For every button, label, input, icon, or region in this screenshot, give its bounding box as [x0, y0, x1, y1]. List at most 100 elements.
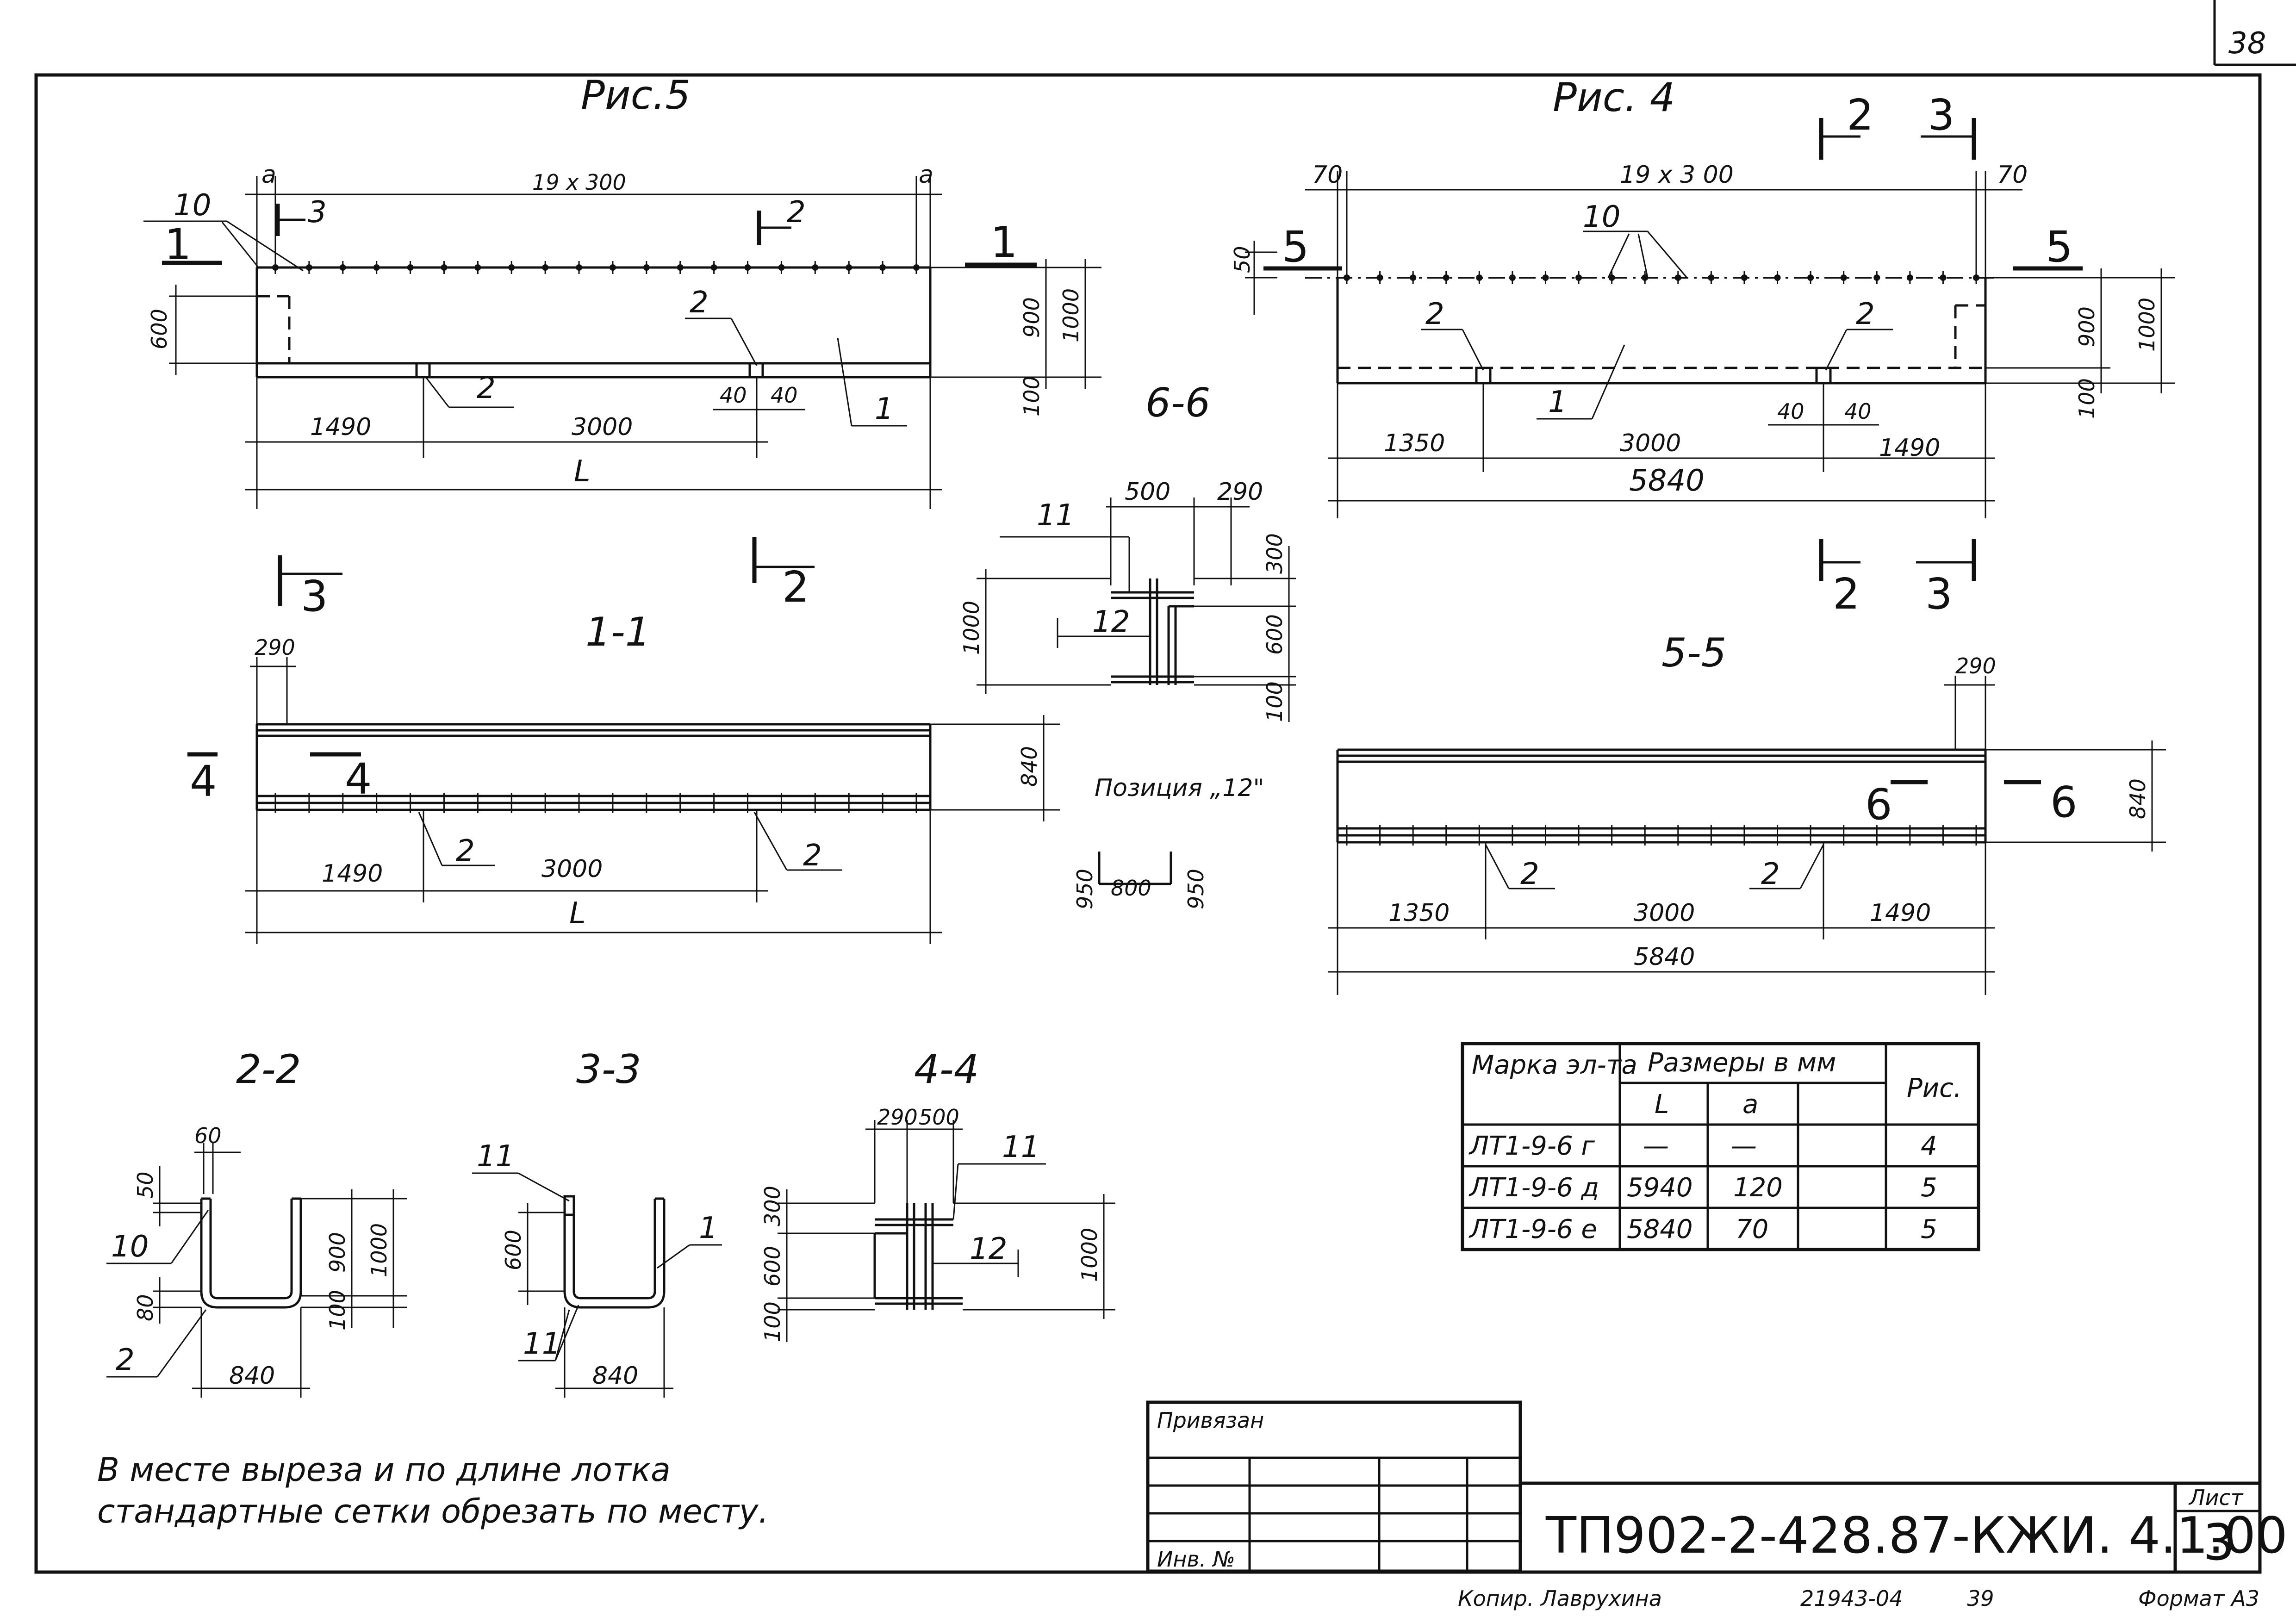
- sec11-dim-1490: 1490: [322, 860, 383, 888]
- fig4-dim-3000: 3000: [1620, 429, 1681, 457]
- rebar-dot: [812, 264, 819, 271]
- fig5-dim-1490: 1490: [310, 413, 371, 441]
- sec66-title: 6-6: [1145, 380, 1210, 426]
- fig5-dim-900: 900: [1019, 297, 1044, 338]
- rebar-dot: [1575, 274, 1582, 281]
- fig4-dim-40-left: 40: [1777, 399, 1804, 424]
- fig4-dim-1490: 1490: [1879, 434, 1940, 462]
- sec55-cut-6-left: 6: [1865, 780, 1892, 829]
- sec55-title: 5-5: [1661, 630, 1726, 676]
- table-row: ЛТ1-9-6 е 5840 70 5: [1468, 1214, 1937, 1244]
- rebar-dot: [1708, 274, 1715, 281]
- fig5-dim-a-left: а: [261, 161, 276, 189]
- table-cell-a: 70: [1736, 1214, 1768, 1244]
- sec11-pos-2-right: 2: [803, 839, 822, 873]
- rebar-dot: [1674, 274, 1681, 281]
- position-12: Позиция „12" 950 800 950: [1072, 774, 1264, 909]
- marks-table: Марка эл-та Размеры в мм L а Рис. ЛТ1-9-…: [1461, 1042, 1980, 1251]
- pos12-dim-800: 800: [1111, 876, 1151, 901]
- rebar-dot: [1940, 274, 1947, 281]
- fig4-dim-70-left: 70: [1312, 161, 1343, 189]
- rebar-dot: [1741, 274, 1748, 281]
- fig5-pos-2-left: 2: [477, 371, 496, 405]
- rebar-dot: [710, 264, 717, 271]
- sec33-title: 3-3: [576, 1046, 641, 1093]
- sec44-title: 4-4: [914, 1046, 979, 1093]
- fig4-cut-5-left: 5: [1282, 222, 1309, 272]
- sec22-dim-840: 840: [229, 1362, 275, 1390]
- sec11-cut-4-left: 4: [190, 757, 217, 806]
- table-cell-a: 120: [1733, 1173, 1783, 1203]
- sec66-pos-11: 11: [1037, 498, 1074, 533]
- fig5-cut-1-left: 1: [164, 220, 192, 269]
- fig5-title: Рис.5: [581, 72, 691, 118]
- rebar-dot: [542, 264, 549, 271]
- figure-5: Рис.5 19 х 300 а а 10 1 3: [143, 72, 1101, 509]
- sec33-dim-840: 840: [592, 1362, 638, 1390]
- table-cell-fig: 4: [1921, 1131, 1937, 1161]
- fig5-cut-3: 3: [308, 195, 327, 230]
- fig4-pos-2-left: 2: [1425, 297, 1444, 331]
- rebar-dot: [441, 264, 448, 271]
- fig5-cut-2: 2: [787, 195, 806, 230]
- note: В месте выреза и по длине лотка стандарт…: [97, 1451, 769, 1530]
- sec44-dim-600: 600: [760, 1246, 785, 1287]
- sec55-dim-5840: 5840: [1634, 943, 1695, 971]
- rebar-dot: [373, 264, 380, 271]
- rebar-dot: [846, 264, 852, 271]
- sec55-dim-1350: 1350: [1388, 899, 1450, 927]
- sec11-dim-290: 290: [255, 635, 295, 660]
- sec44-dim-290: 290: [877, 1105, 918, 1130]
- section-1-1: 3 2 1-1 290 4 4 840 2 2: [187, 537, 1060, 944]
- footer-copier: Копир. Лаврухина: [1458, 1586, 1662, 1611]
- sheet-number: 38: [2228, 26, 2266, 61]
- sec11-cut-4-right: 4: [345, 754, 372, 804]
- fig5-dim-40b: 40: [771, 383, 798, 408]
- rebar-dot: [407, 264, 414, 271]
- footer-format: Формат А3: [2138, 1586, 2259, 1611]
- sec55-pos-2-right: 2: [1761, 857, 1780, 891]
- table-cell-L: 5940: [1627, 1173, 1693, 1203]
- sec11-dim-L: L: [569, 896, 586, 931]
- rebar-dot: [1840, 274, 1847, 281]
- pos12-title: Позиция „12": [1095, 774, 1264, 802]
- sec55-dim-1490: 1490: [1870, 899, 1931, 927]
- sec22-dim-1000: 1000: [367, 1223, 392, 1277]
- table-header-fig: Рис.: [1907, 1073, 1962, 1103]
- stamp-sheet-label: Лист: [2188, 1485, 2244, 1510]
- sec22-dim-100: 100: [325, 1290, 350, 1331]
- fig4-dim-1000: 1000: [2134, 298, 2159, 352]
- stamp-sheet-no: 3: [2203, 1514, 2235, 1572]
- sec44-dim-500: 500: [919, 1105, 959, 1130]
- rebar-dot: [1410, 274, 1417, 281]
- rebar-dot: [1774, 274, 1781, 281]
- rebar-dot: [609, 264, 616, 271]
- table-cell-mark: ЛТ1-9-6 е: [1468, 1214, 1597, 1244]
- table-cell-fig: 5: [1921, 1214, 1937, 1244]
- sec44-dim-100: 100: [760, 1301, 785, 1342]
- table-cell-fig: 5: [1921, 1173, 1937, 1203]
- table-cell-L: —: [1643, 1131, 1669, 1161]
- fig4-pos-10: 10: [1583, 200, 1620, 234]
- note-line-2: стандартные сетки обрезать по месту.: [97, 1492, 769, 1530]
- stamp-doc-code: ТП902-2-428.87-КЖИ. 4.1.00: [1545, 1507, 2288, 1565]
- section-4-4: 4-4 290 500 300 600 100 1000 11: [760, 1046, 1115, 1342]
- sec11-dim-840: 840: [1017, 746, 1042, 787]
- table-row: ЛТ1-9-6 д 5940 120 5: [1468, 1173, 1937, 1203]
- sec44-dim-300: 300: [760, 1186, 785, 1226]
- fig4-dim-50: 50: [1230, 246, 1255, 273]
- sec55-dim-840: 840: [2125, 778, 2150, 819]
- fig4-cut-5-right: 5: [2046, 222, 2073, 272]
- fig5-dim-1000: 1000: [1058, 288, 1083, 342]
- fig5-cut-1-right: 1: [990, 218, 1018, 267]
- rebar-dot: [643, 264, 650, 271]
- fig5-dim-40a: 40: [720, 383, 747, 408]
- fig5-dim-a-right: а: [919, 161, 933, 189]
- footer-page: 39: [1967, 1586, 1994, 1611]
- fig5-top-dim: 19 х 300: [532, 170, 626, 195]
- fig4-pos-1: 1: [1548, 385, 1567, 419]
- sec11-cut-3: 3: [301, 572, 328, 621]
- sec66-dim-290: 290: [1217, 478, 1263, 506]
- stamp-inv-label: Инв. №: [1157, 1547, 1235, 1572]
